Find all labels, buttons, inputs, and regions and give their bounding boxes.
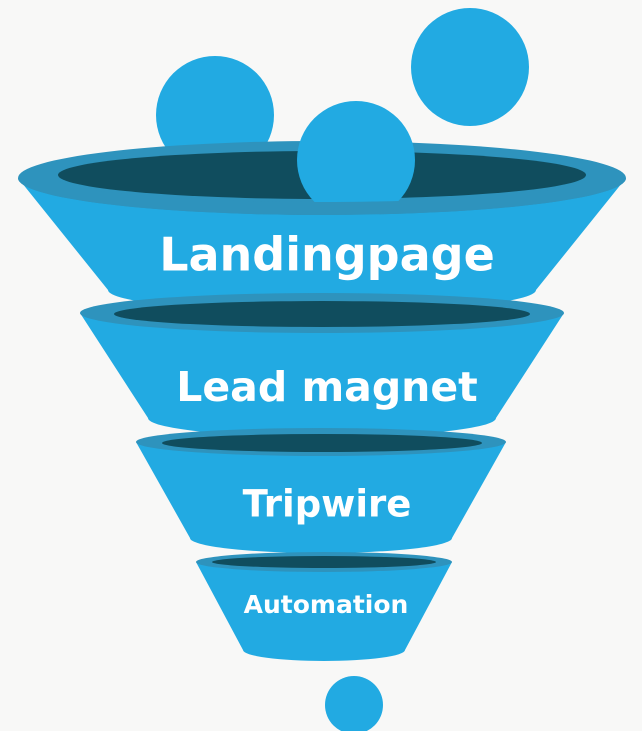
- stage-1-front-lip: [18, 178, 626, 215]
- ball-bottom-output: [325, 676, 383, 731]
- stage-label-lead-magnet: Lead magnet: [176, 363, 478, 411]
- funnel-stage-tripwire: [136, 428, 506, 553]
- stage-label-landingpage: Landingpage: [159, 228, 495, 282]
- stage-2-body: [80, 313, 564, 437]
- stage-2-opening: [114, 301, 530, 327]
- stage-label-tripwire: Tripwire: [243, 483, 412, 526]
- stage-4-body: [196, 562, 452, 661]
- stage-3-body: [136, 442, 506, 553]
- funnel-stage-automation: [196, 552, 452, 661]
- ball-center: [297, 101, 415, 219]
- stage-1-body: [18, 178, 626, 312]
- stage-label-automation: Automation: [244, 590, 409, 619]
- stage-3-opening: [162, 434, 482, 452]
- funnel-stage-lead-magnet: [80, 293, 564, 437]
- ball-top-right: [411, 8, 529, 126]
- stage-4-opening: [212, 556, 436, 568]
